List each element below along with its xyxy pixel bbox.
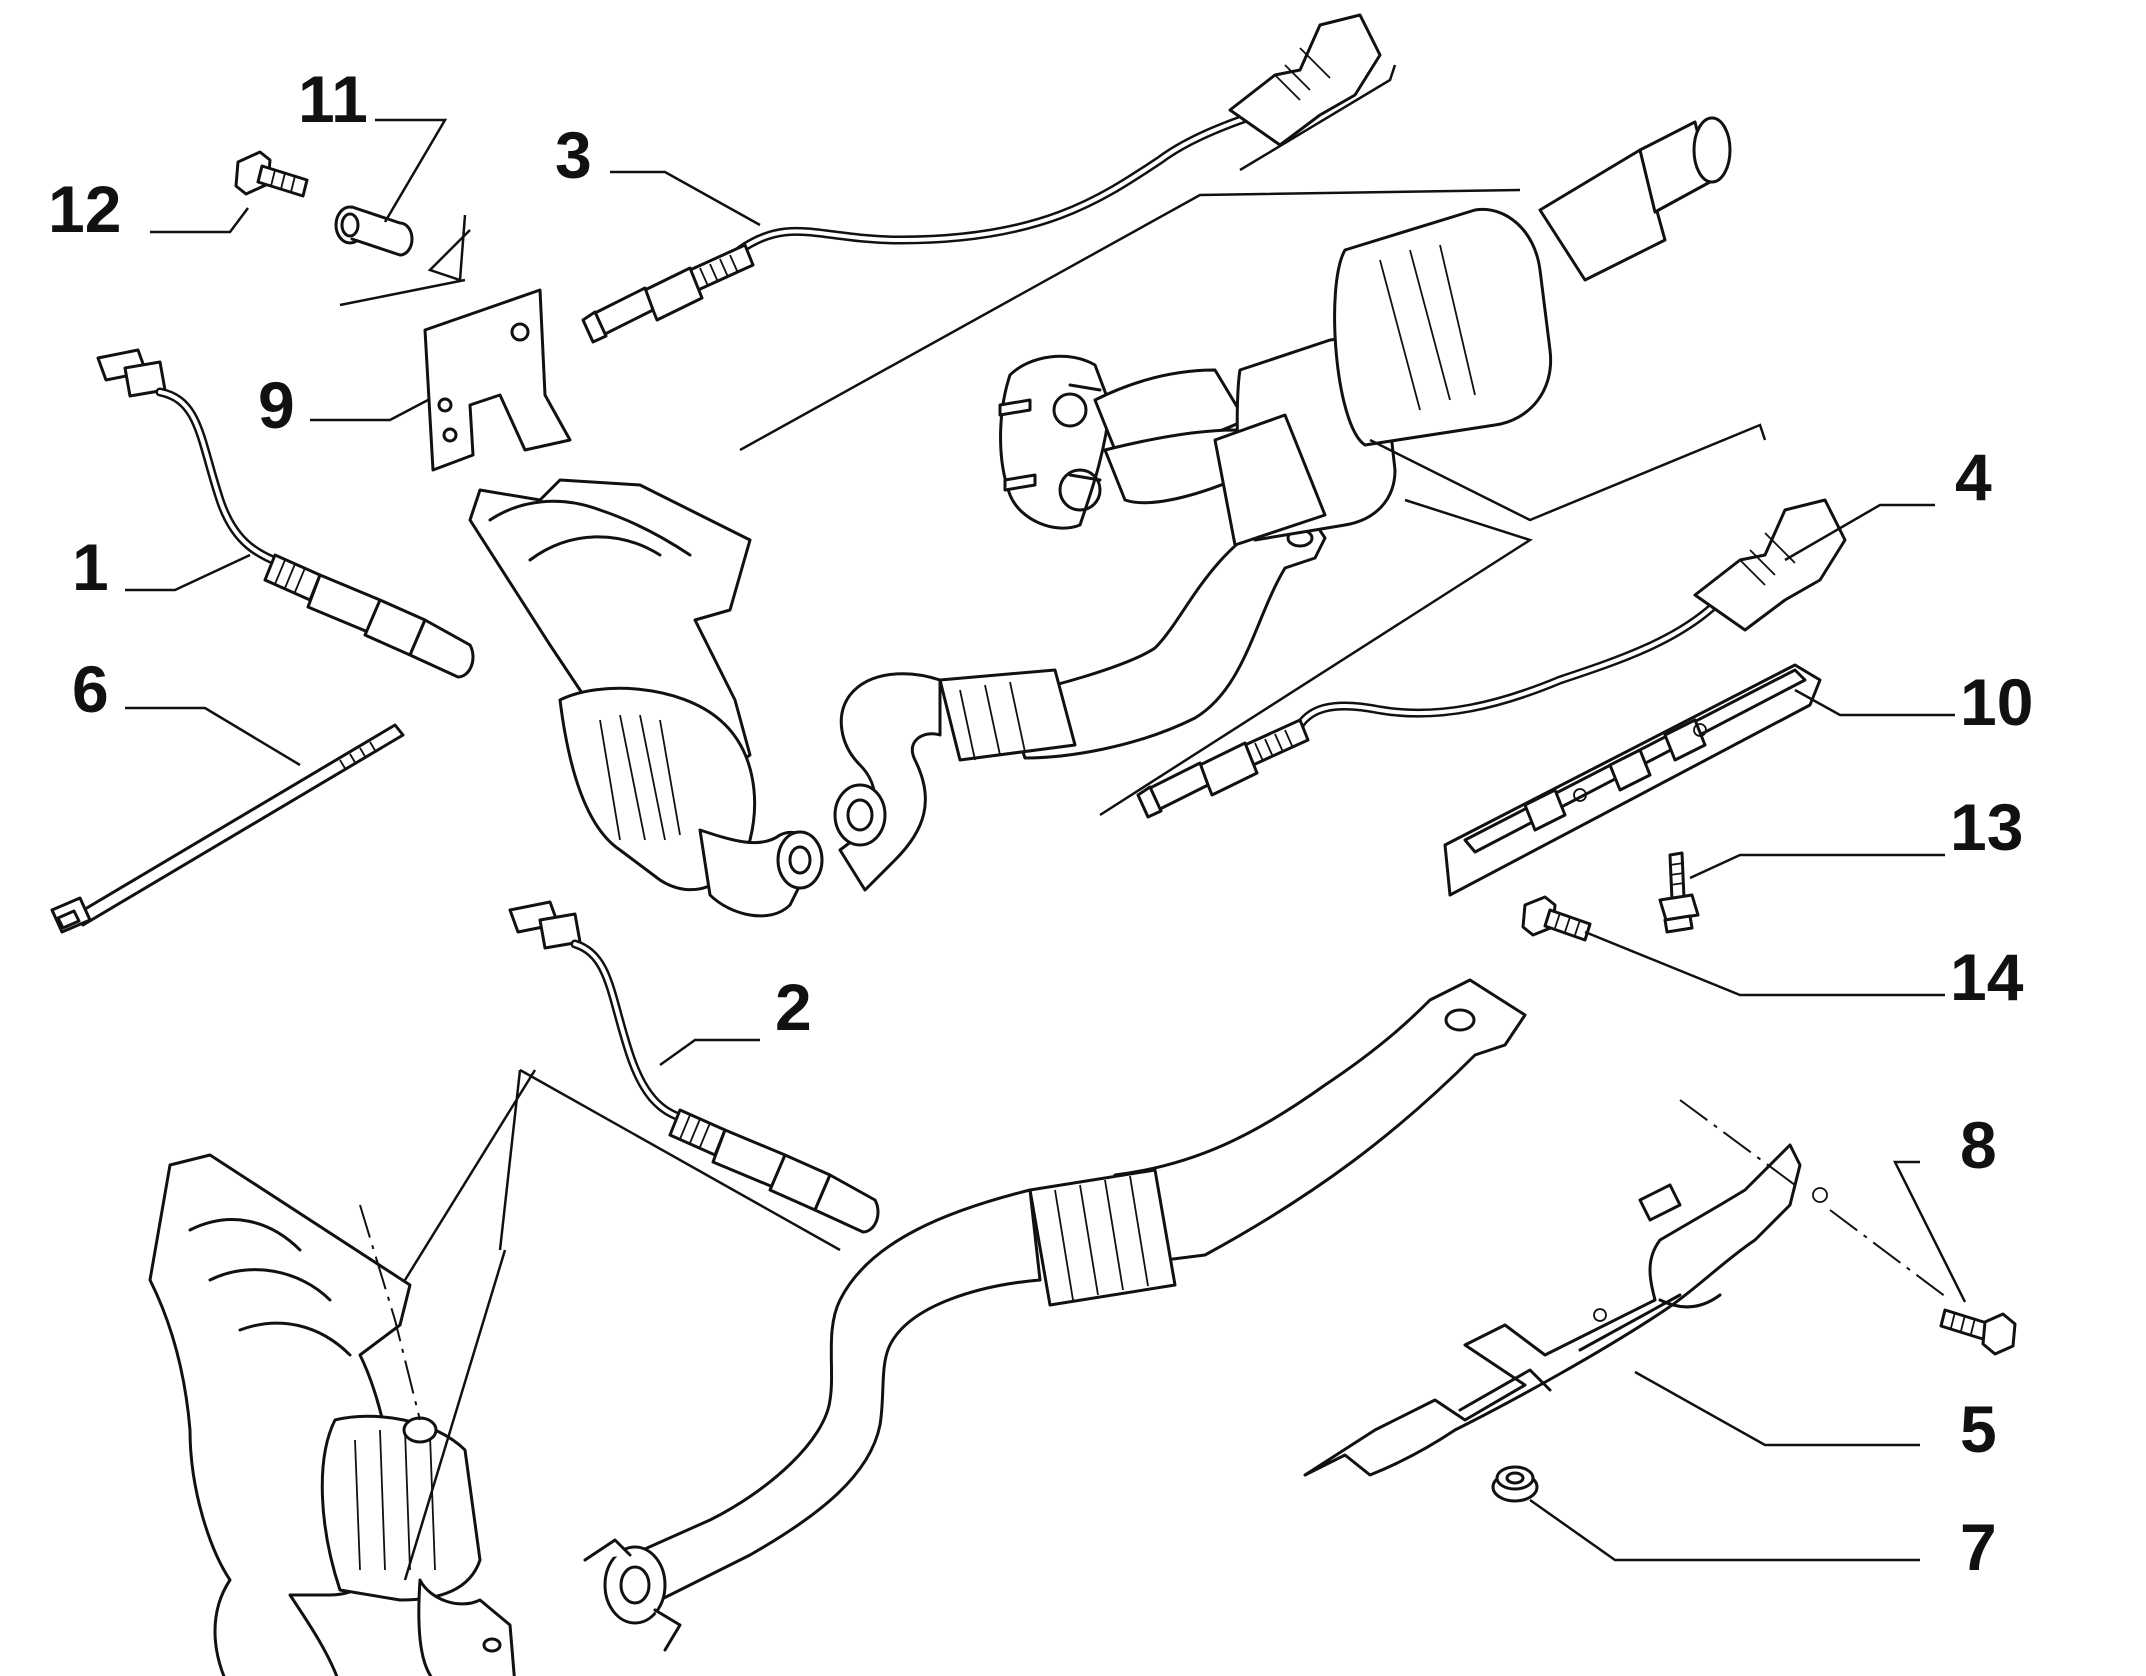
callout-14: 14 [1950, 940, 2024, 1014]
part-9-bracket [423, 288, 572, 472]
part-4-lambda-sensor [1136, 498, 1847, 819]
callout-8: 8 [1960, 1108, 1997, 1182]
exhaust-twin-catalyst [998, 116, 1732, 547]
part-11-bushing [334, 205, 414, 257]
exhaust-manifold-upper [468, 478, 824, 918]
callout-4: 4 [1955, 440, 1992, 514]
callout-3: 3 [555, 118, 592, 192]
callout-2: 2 [775, 970, 812, 1044]
exhaust-pipe-muffler [583, 978, 1527, 1652]
callout-6: 6 [72, 652, 109, 726]
callout-12: 12 [48, 172, 121, 246]
part-14-bolt [1521, 895, 1592, 942]
callout-5: 5 [1960, 1392, 1997, 1466]
part-1-lambda-sensor [96, 348, 475, 679]
part-12-bolt [234, 150, 309, 198]
callout-10: 10 [1960, 665, 2033, 739]
assembly-reference-lines [339, 64, 1951, 1581]
part-13-stud-bolt [1658, 851, 1700, 934]
part-5-heat-shield [1303, 1143, 1828, 1477]
part-8-bolt [1939, 1308, 2017, 1356]
exhaust-downpipe-middle [833, 506, 1327, 892]
callout-leaders [125, 118, 1967, 1562]
callout-9: 9 [258, 368, 295, 442]
callout-labels: 1 2 3 4 5 6 7 8 9 10 11 12 13 14 [48, 62, 2033, 1584]
part-10-heat-shield [1443, 663, 1822, 897]
callout-1: 1 [72, 530, 109, 604]
part-6-cable-tie [50, 723, 405, 934]
part-7-nut [1491, 1465, 1539, 1503]
exhaust-manifold-lower [148, 1153, 516, 1676]
part-2-lambda-sensor [508, 900, 880, 1234]
callout-13: 13 [1950, 790, 2023, 864]
callout-11: 11 [298, 62, 368, 136]
callout-7: 7 [1960, 1510, 1997, 1584]
part-3-lambda-sensor [581, 13, 1382, 344]
